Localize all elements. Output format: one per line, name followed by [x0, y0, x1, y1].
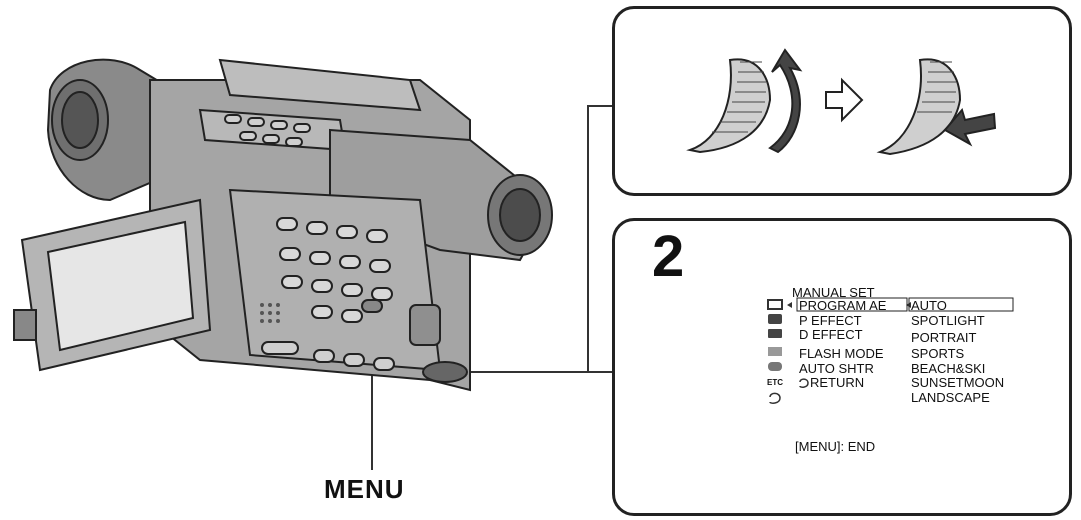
menu-button-callout-label: MENU	[324, 476, 405, 502]
menu-item-flash-mode: FLASH MODE	[799, 347, 884, 360]
option-sunsetmoon: SUNSETMOON	[911, 376, 1004, 389]
option-landscape: LANDSCAPE	[911, 391, 990, 404]
callout-panel-dial	[612, 6, 1072, 196]
etc-icon: ETC	[767, 379, 783, 387]
menu-item-d-effect: D EFFECT	[799, 328, 863, 341]
option-portrait: PORTRAIT	[911, 331, 977, 344]
menu-item-auto-shtr: AUTO SHTR	[799, 362, 874, 375]
step-number: 2	[652, 228, 684, 286]
option-auto: AUTO	[911, 299, 947, 312]
menu-item-p-effect: P EFFECT	[799, 314, 862, 327]
option-sports: SPORTS	[911, 347, 964, 360]
option-spotlight: SPOTLIGHT	[911, 314, 985, 327]
menu-item-program-ae: PROGRAM AE	[799, 299, 886, 312]
menu-end-hint: [MENU]: END	[795, 440, 875, 453]
option-beach-ski: BEACH&SKI	[911, 362, 985, 375]
menu-item-return: RETURN	[810, 376, 864, 389]
camcorder-body	[14, 60, 552, 390]
